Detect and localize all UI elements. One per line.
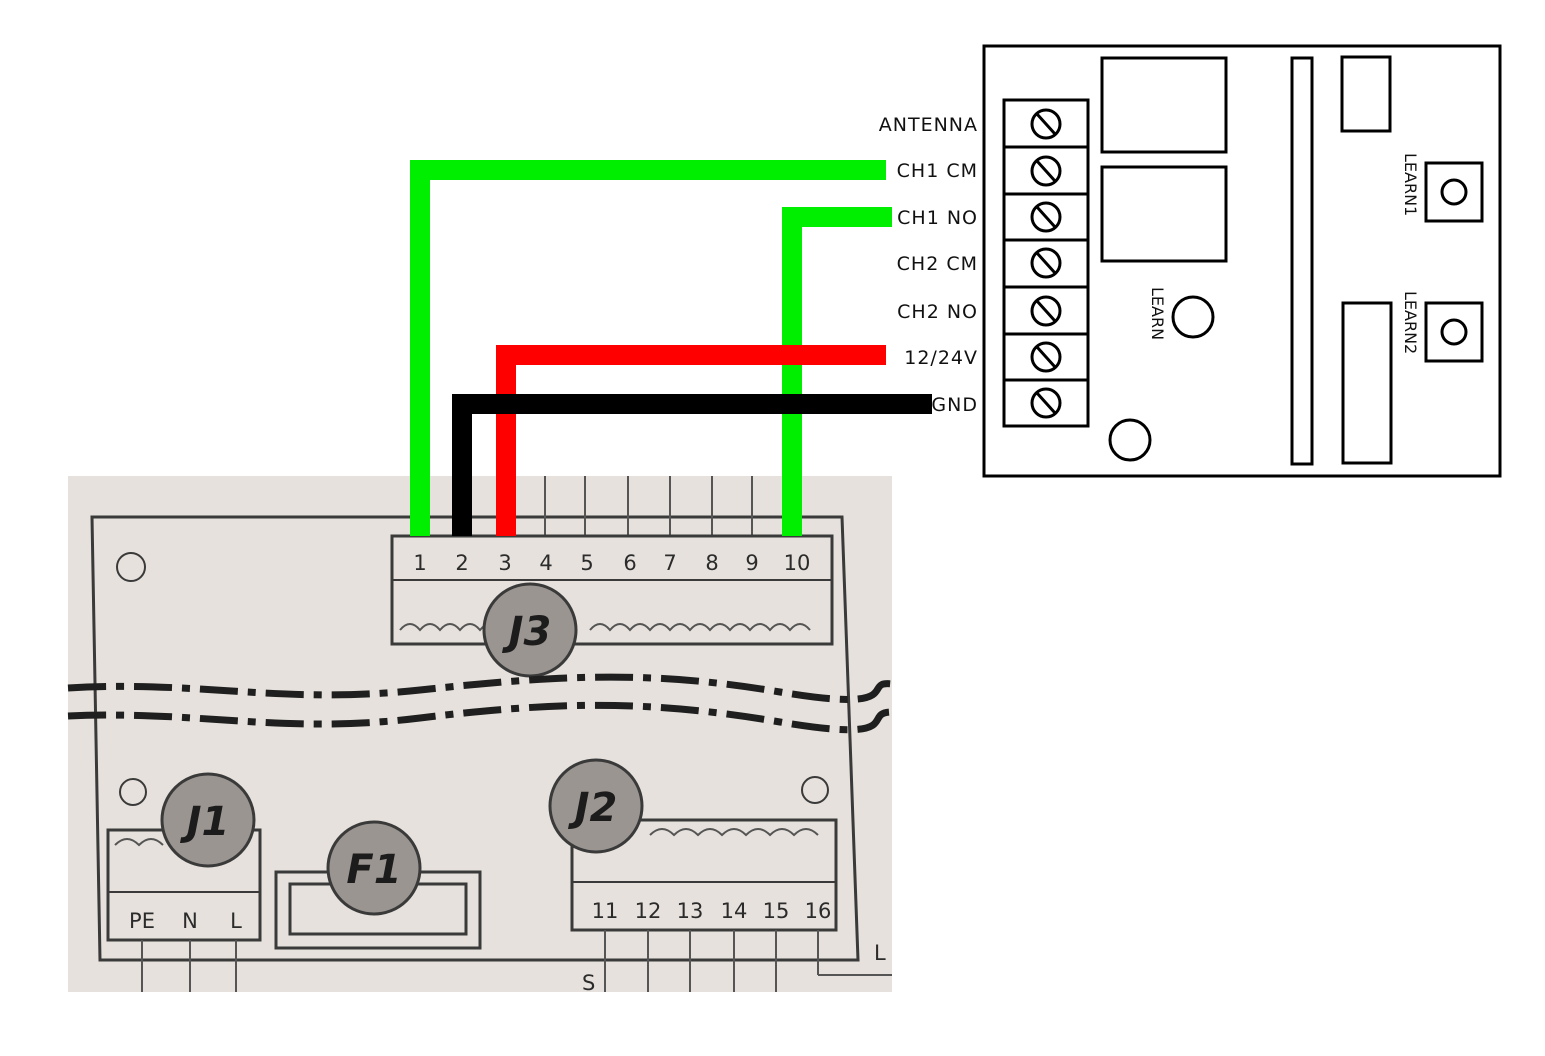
terminal-gnd: GND [931, 394, 978, 416]
component-bottom [1341, 301, 1393, 465]
j2-pin-13: 13 [677, 899, 704, 923]
j1-pin-pe: PE [129, 909, 155, 933]
j3-scallops [399, 623, 811, 632]
mounting-hole-top-left [116, 552, 146, 582]
j1-badge: J1 [160, 772, 256, 868]
mounting-hole-left [119, 778, 147, 806]
wire-gnd-to-pin2 [452, 394, 932, 536]
j2-pin-labels: 11 12 13 14 15 16 [592, 899, 832, 923]
j2-pin-14: 14 [721, 899, 748, 923]
j2-pin-16: 16 [805, 899, 832, 923]
f1-badge-label: F1 [346, 847, 401, 893]
j2-badge-label: J2 [568, 785, 618, 831]
j3-pin-labels: 1 2 3 4 5 6 7 8 9 10 [413, 551, 810, 575]
receiver-outline [982, 44, 1502, 478]
learn1-button [1424, 161, 1484, 223]
status-led [1108, 418, 1152, 462]
terminal-screws [1004, 108, 1088, 419]
j2-pin-15: 15 [763, 899, 790, 923]
j2-connector [570, 818, 838, 932]
learn2-button [1424, 301, 1484, 363]
j3-connector [390, 534, 834, 646]
j2-badge: J2 [548, 758, 644, 854]
board-outline [90, 515, 860, 962]
wires [410, 160, 932, 536]
learn1-label: LEARN1 [1401, 153, 1420, 216]
j3-badge-label: J3 [502, 609, 552, 655]
learn1-button-cap [1440, 178, 1468, 206]
terminal-ch2-cm: CH2 CM [897, 253, 978, 275]
wire-ch1-cm-to-pin1 [410, 160, 886, 536]
j3-pin-9: 9 [745, 551, 758, 575]
controller-board: 1 2 3 4 5 6 7 8 9 10 J3 PE N [67, 476, 893, 995]
terminal-ch2-no: CH2 NO [897, 301, 978, 323]
j3-pin-10: 10 [784, 551, 811, 575]
j3-pin-3: 3 [498, 551, 511, 575]
terminal-labels: ANTENNA CH1 CM CH1 NO CH2 CM CH2 NO 12/2… [879, 114, 978, 416]
learn-label: LEARN [1148, 287, 1167, 340]
j1-badge-label: J1 [180, 799, 230, 845]
receiver-module: ANTENNA CH1 CM CH1 NO CH2 CM CH2 NO 12/2… [879, 44, 1502, 478]
terminal-antenna: ANTENNA [879, 114, 978, 136]
learn2-label: LEARN2 [1401, 291, 1420, 354]
relay-2 [1100, 165, 1228, 263]
j1-pin-labels: PE N L [129, 909, 242, 933]
j1-leads [141, 940, 237, 992]
learn2-button-cap [1440, 318, 1468, 346]
wire-12-24v-to-pin3 [496, 345, 886, 536]
j2-pin-11: 11 [592, 899, 619, 923]
j2-pin-12: 12 [635, 899, 662, 923]
j3-pin-1: 1 [413, 551, 426, 575]
j1-pin-n: N [182, 909, 198, 933]
break-lines [67, 673, 893, 734]
j3-pin-4: 4 [539, 551, 552, 575]
j2-leads [604, 930, 892, 992]
terminal-12-24v: 12/24V [904, 347, 978, 369]
j3-pin-5: 5 [580, 551, 593, 575]
component-top [1340, 55, 1392, 133]
terminal-block [1002, 98, 1090, 428]
f1-badge: F1 [326, 820, 422, 916]
j2-scallops [649, 828, 819, 837]
j3-pin-6: 6 [623, 551, 636, 575]
j3-pin-2: 2 [455, 551, 468, 575]
bottom-mark: S [582, 971, 595, 995]
learn-led [1171, 295, 1215, 339]
relay-1 [1100, 56, 1228, 154]
terminal-ch1-no: CH1 NO [897, 207, 978, 229]
j3-pin-8: 8 [705, 551, 718, 575]
j1-scallops [114, 838, 164, 847]
mounting-hole-right [801, 776, 829, 804]
edge-label: L [874, 941, 886, 965]
j1-pin-l: L [230, 909, 242, 933]
j3-pin-7: 7 [663, 551, 676, 575]
board-strip [1290, 56, 1314, 466]
wire-ch1-no-to-pin10 [782, 207, 892, 536]
j3-badge: J3 [482, 582, 578, 678]
terminal-ch1-cm: CH1 CM [897, 160, 978, 182]
